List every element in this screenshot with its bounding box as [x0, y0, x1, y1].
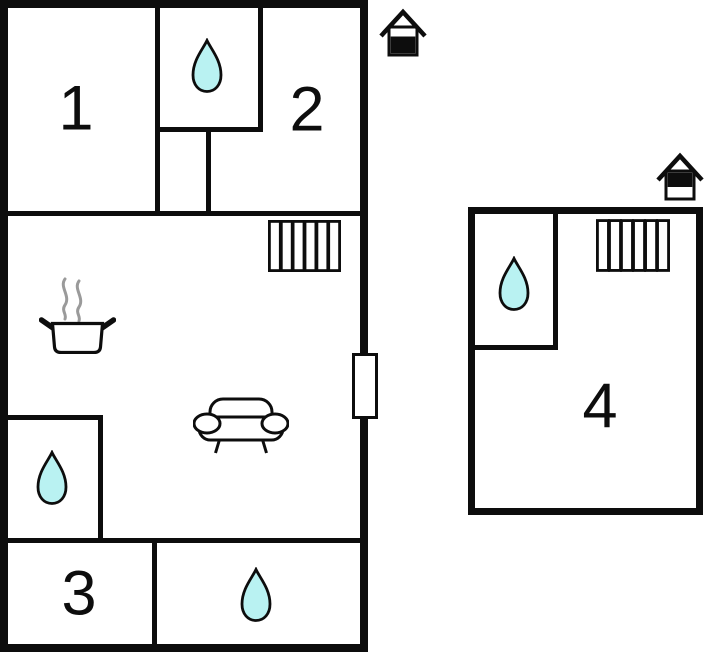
house-upper-floor-icon: [655, 152, 705, 207]
room-3-label: 3: [61, 558, 97, 629]
steaming-pot-icon: [39, 276, 116, 354]
room-1-label: 1: [58, 73, 94, 144]
water-drop-icon: [239, 567, 273, 623]
wall: [553, 214, 558, 345]
water-drop-shape: [191, 38, 223, 93]
wall: [8, 211, 360, 216]
wall: [8, 538, 360, 543]
wall: [475, 345, 558, 350]
wall: [155, 8, 160, 216]
room-2-label: 2: [289, 74, 325, 145]
window-marker: [352, 353, 378, 419]
steam-line: [61, 277, 69, 321]
water-drop-shape: [36, 450, 68, 505]
room-4-label: 4: [582, 371, 618, 442]
wall: [258, 8, 263, 132]
water-drop-icon: [35, 450, 69, 506]
wall: [98, 415, 103, 540]
sofa-icon: [193, 396, 289, 456]
wall: [206, 127, 211, 216]
radiator-icon: [596, 219, 671, 272]
steam-line: [75, 279, 83, 323]
water-drop-icon: [190, 38, 224, 94]
water-drop-icon: [497, 256, 531, 312]
wall: [8, 415, 103, 420]
water-drop-shape: [240, 567, 272, 622]
house-lower-floor-icon: [378, 8, 428, 63]
water-drop-shape: [498, 256, 530, 311]
radiator-icon: [268, 220, 342, 272]
wall: [152, 541, 157, 644]
upper-floor-outline: [468, 207, 703, 515]
